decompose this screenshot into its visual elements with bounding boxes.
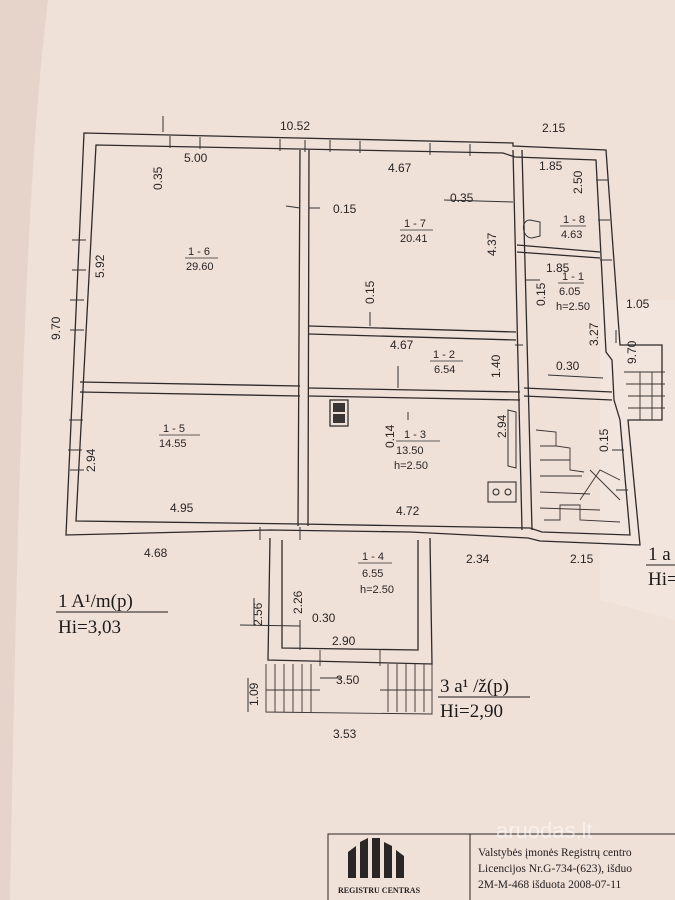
stamp-line-3: 2M-M-468 išduota 2008-07-11 — [478, 879, 622, 891]
room-1-4-height: h=2.50 — [360, 584, 394, 596]
room-1-8-area: 4.63 — [561, 229, 582, 241]
side-steps — [624, 371, 665, 420]
dim-bottom-mid: 2.34 — [466, 552, 490, 566]
legend-main-label: 1 A¹/m(p) — [58, 591, 133, 612]
dim-steps-width: 3.50 — [336, 673, 360, 687]
legend-main-hi: Hi=3,03 — [58, 617, 121, 638]
room-1-5-area: 14.55 — [159, 438, 187, 450]
stamp-line-2: Licencijos Nr.G-734-(623), išduo — [478, 863, 632, 875]
window-marks — [68, 136, 628, 540]
dimension-arrows — [162, 116, 617, 712]
dim-r17-width: 4.67 — [388, 161, 412, 175]
room-1-1-area: 6.05 — [559, 286, 580, 298]
dimension-labels: 10.52 2.15 9.70 5.00 0.35 5.92 4.67 0.15… — [49, 119, 650, 741]
dim-bottom-right: 2.15 — [570, 552, 594, 566]
room-1-1-id: 1 - 1 — [562, 271, 584, 283]
room-1-6-area: 29.60 — [186, 261, 214, 273]
dim-left-total: 9.70 — [49, 316, 63, 340]
dim-r17-wall-right: 0.35 — [450, 191, 474, 205]
dim-steps-depth: 1.09 — [247, 682, 261, 706]
interior-walls — [79, 149, 613, 531]
dim-veranda-inner-h: 2.26 — [291, 590, 305, 614]
front-steps — [265, 664, 433, 715]
paper-shadow — [0, 0, 48, 900]
dim-r16-height: 5.92 — [93, 254, 107, 278]
dim-r12-height: 1.40 — [489, 354, 503, 378]
dim-veranda-outer-w: 3.53 — [333, 727, 357, 741]
dim-r15-height: 2.94 — [84, 448, 98, 472]
chimney-icon — [329, 399, 349, 427]
dim-top-total: 10.52 — [280, 119, 310, 133]
outer-walls — [65, 132, 663, 546]
room-1-3-area: 13.50 — [396, 445, 424, 457]
dim-r17-wall-bottom: 0.15 — [363, 280, 377, 304]
dim-porch-width: 1.05 — [626, 297, 650, 311]
registry-stamp: REGISTRU CENTRAS Valstybės įmonės Regist… — [327, 833, 675, 900]
dim-r13-height: 2.94 — [495, 414, 509, 438]
dim-top-right: 2.15 — [542, 121, 566, 135]
dim-veranda-wall: 0.30 — [312, 611, 336, 625]
stamp-line-1: Valstybės įmonės Registrų centro — [478, 847, 632, 859]
dim-stair-wall: 0.15 — [597, 428, 611, 452]
room-1-4-id: 1 - 4 — [362, 551, 384, 563]
room-1-2-area: 6.54 — [434, 364, 455, 376]
room-1-5-id: 1 - 5 — [163, 423, 185, 435]
dim-r13-wall: 0.14 — [383, 424, 397, 448]
toilet-icon — [523, 219, 541, 239]
legend-veranda-hi: Hi=2,90 — [440, 701, 503, 722]
dim-r16-wall: 0.35 — [151, 166, 165, 190]
room-1-8-id: 1 - 8 — [563, 214, 585, 226]
watermark: aruodas.lt — [496, 818, 593, 843]
veranda-walls — [267, 537, 433, 666]
dim-bottom-left: 4.68 — [144, 546, 168, 560]
interior-stair — [535, 429, 621, 523]
stove-icon — [487, 481, 517, 503]
dim-veranda-outer-h: 2.56 — [251, 602, 265, 626]
dim-r16-width: 5.00 — [184, 151, 208, 165]
legend: 1 A¹/m(p) Hi=3,03 3 a¹ /ž(p) Hi=2,90 1 a… — [56, 544, 675, 722]
sink-icon — [507, 409, 517, 469]
dim-porch-height: 9.70 — [625, 340, 639, 364]
registry-logo: REGISTRU CENTRAS — [338, 838, 421, 895]
room-1-3-height: h=2.50 — [394, 460, 428, 472]
legend-edge-hi: Hi= — [648, 569, 675, 590]
dim-r11-wall: 0.15 — [534, 282, 548, 306]
legend-veranda-label: 3 a¹ /ž(p) — [440, 676, 509, 697]
room-labels: 1 - 6 29.60 1 - 7 20.41 1 - 8 4.63 1 - 1… — [159, 214, 590, 596]
dim-r15-width: 4.95 — [170, 501, 194, 515]
legend-edge-label: 1 a — [648, 544, 671, 565]
room-1-7-id: 1 - 7 — [404, 218, 426, 230]
room-1-4-area: 6.55 — [362, 568, 383, 580]
room-1-3-id: 1 - 3 — [404, 429, 426, 441]
room-1-2-id: 1 - 2 — [433, 349, 455, 361]
dim-r18-height: 2.50 — [571, 170, 585, 194]
dim-r11-width: 1.85 — [546, 261, 570, 275]
dim-r12-width: 4.67 — [390, 338, 414, 352]
dim-r11-side: 0.30 — [556, 359, 580, 373]
dim-r18-width: 1.85 — [539, 159, 563, 173]
room-1-6-id: 1 - 6 — [188, 246, 210, 258]
dim-r11-height: 3.27 — [587, 322, 601, 346]
dim-veranda-inner-w: 2.90 — [332, 634, 356, 648]
room-1-1-height: h=2.50 — [556, 301, 590, 313]
dim-r17-height: 4.37 — [485, 232, 499, 256]
dim-r13-width: 4.72 — [396, 504, 420, 518]
room-1-7-area: 20.41 — [400, 233, 428, 245]
dim-r17-wall-left: 0.15 — [333, 202, 357, 216]
registry-logo-text: REGISTRU CENTRAS — [338, 886, 421, 895]
